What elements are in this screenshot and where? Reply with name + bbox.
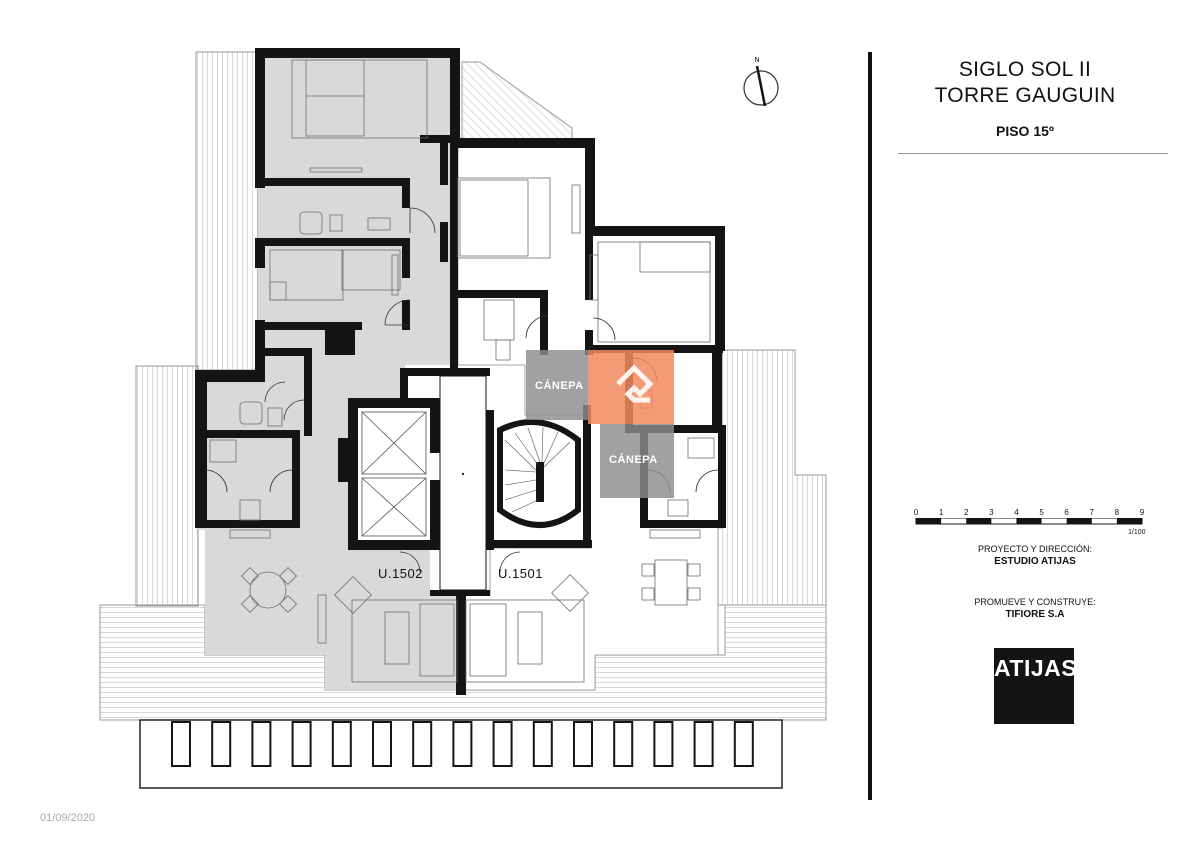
terrace-north-west: [195, 51, 259, 371]
planter: [291, 721, 312, 767]
title-divider: [898, 153, 1168, 154]
doors: [204, 207, 719, 573]
stair: [494, 418, 583, 540]
scale-tick-label: 1: [938, 508, 944, 517]
floor-plan: N: [99, 48, 827, 789]
planter: [653, 721, 674, 767]
scale-segment: [916, 518, 942, 524]
date-label: 01/09/2020: [40, 812, 96, 824]
svg-text:N: N: [754, 57, 759, 64]
terrace-west: [135, 365, 199, 607]
furniture-1502: [209, 59, 458, 683]
floor-label: PISO 15º: [995, 123, 1055, 139]
unit-1502-area: [196, 52, 462, 690]
planter: [171, 721, 191, 767]
scale-segment: [1066, 518, 1092, 524]
planter: [331, 721, 352, 767]
scale-tick-label: 4: [1014, 508, 1019, 517]
unit-label-1501: U.1501: [498, 566, 543, 581]
scale-tick-label: 7: [1089, 508, 1094, 517]
planter: [613, 721, 634, 767]
scale-segment: [966, 518, 992, 524]
builder-value: TIFIORE S.A: [1005, 609, 1065, 620]
planter: [532, 721, 553, 767]
scale-bar: [915, 518, 1143, 525]
scale-segment: [1016, 518, 1042, 524]
scale-tick-label: 3: [989, 508, 994, 517]
planter: [452, 721, 473, 767]
scale-tick-label: 5: [1039, 508, 1044, 517]
planter: [693, 721, 714, 767]
scale-tick-label: 8: [1114, 508, 1120, 517]
divider-line: [868, 52, 872, 800]
project-direction-label: PROYECTO Y DIRECCIÓN:: [977, 544, 1093, 554]
planter: [573, 721, 593, 767]
watermark-text-2: CÁNEPA: [609, 454, 658, 466]
builder-label: PROMUEVE Y CONSTRUYE:: [974, 597, 1096, 607]
furniture-1501: [457, 177, 715, 683]
scale-ratio: 1/100: [1128, 529, 1146, 536]
lobby: [439, 375, 487, 591]
balcony-planters: [139, 719, 783, 789]
scale-tick-label: 2: [963, 508, 969, 517]
project-name-line1: SIGLO SOL II: [958, 58, 1092, 81]
planter: [372, 721, 392, 767]
planter: [412, 721, 433, 767]
terrace-east: [717, 349, 827, 606]
unit-label-1502: U.1502: [378, 566, 423, 581]
scale-tick-label: 0: [913, 508, 919, 517]
terrace-north-east: [461, 61, 573, 141]
atijas-logo: ATIJAS: [994, 648, 1077, 724]
planter: [733, 721, 754, 767]
planter: [492, 721, 513, 767]
planter: [251, 721, 272, 767]
project-name-line2: TORRE GAUGUIN: [934, 84, 1116, 107]
elevators: [361, 411, 427, 537]
walls: [195, 48, 726, 695]
canepa-watermark: [526, 350, 674, 498]
project-direction-value: ESTUDIO ATIJAS: [994, 556, 1076, 567]
scale-tick-label: 9: [1139, 508, 1145, 517]
scale-segment: [1116, 518, 1142, 524]
scale-tick-label: 6: [1064, 508, 1069, 517]
compass-icon: N: [743, 57, 779, 107]
planter: [211, 721, 232, 767]
watermark-text-1: CÁNEPA: [535, 380, 584, 392]
